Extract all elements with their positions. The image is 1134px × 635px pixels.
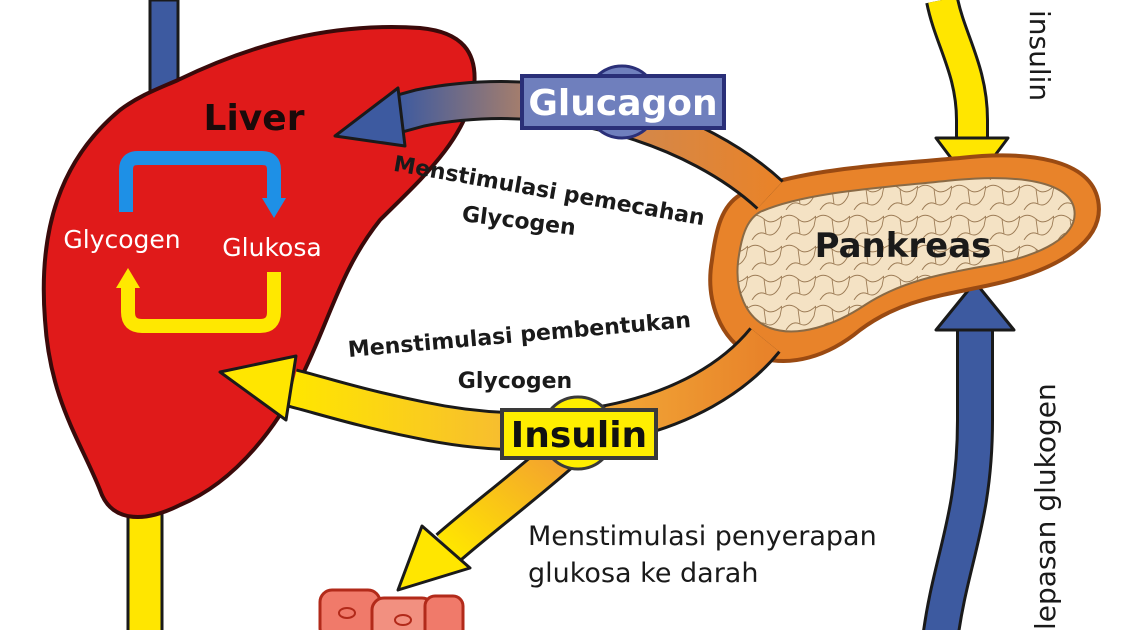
glycogen-label: Glycogen: [63, 225, 180, 254]
liver-label: Liver: [204, 98, 305, 139]
insulin-to-cells-arrow: [396, 440, 573, 592]
glucagon-release-arrow: [921, 280, 1016, 635]
glukosa-label: Glukosa: [222, 233, 321, 262]
glucagon-badge: Glucagon: [520, 64, 726, 140]
cycle-arrow-blue: [119, 151, 286, 218]
stim-pemecahan-line2: Glycogen: [460, 202, 577, 241]
blood-cells: [318, 588, 465, 635]
lepasan-glukogen-label: lepasan glukogen: [1029, 383, 1062, 630]
glucagon-label: Glucagon: [528, 83, 717, 124]
pankreas-label: Pankreas: [815, 226, 992, 266]
insulin-badge: Insulin: [500, 395, 658, 471]
liver-organ: [41, 25, 477, 519]
insulin-box-label: Insulin: [511, 415, 647, 456]
pancreas-organ: [708, 153, 1101, 363]
stim-pembentukan-line2: Glycogen: [458, 369, 572, 394]
insulin-vertical-label: insulin: [1023, 10, 1056, 101]
insulin-arrow: [218, 326, 781, 452]
stim-penyerapan-line2: glukosa ke darah: [528, 558, 758, 589]
stim-pembentukan-line1: Menstimulasi pembentukan: [347, 308, 692, 363]
cycle-arrow-yellow: [116, 268, 281, 333]
stim-penyerapan-line1: Menstimulasi penyerapan: [528, 521, 877, 552]
